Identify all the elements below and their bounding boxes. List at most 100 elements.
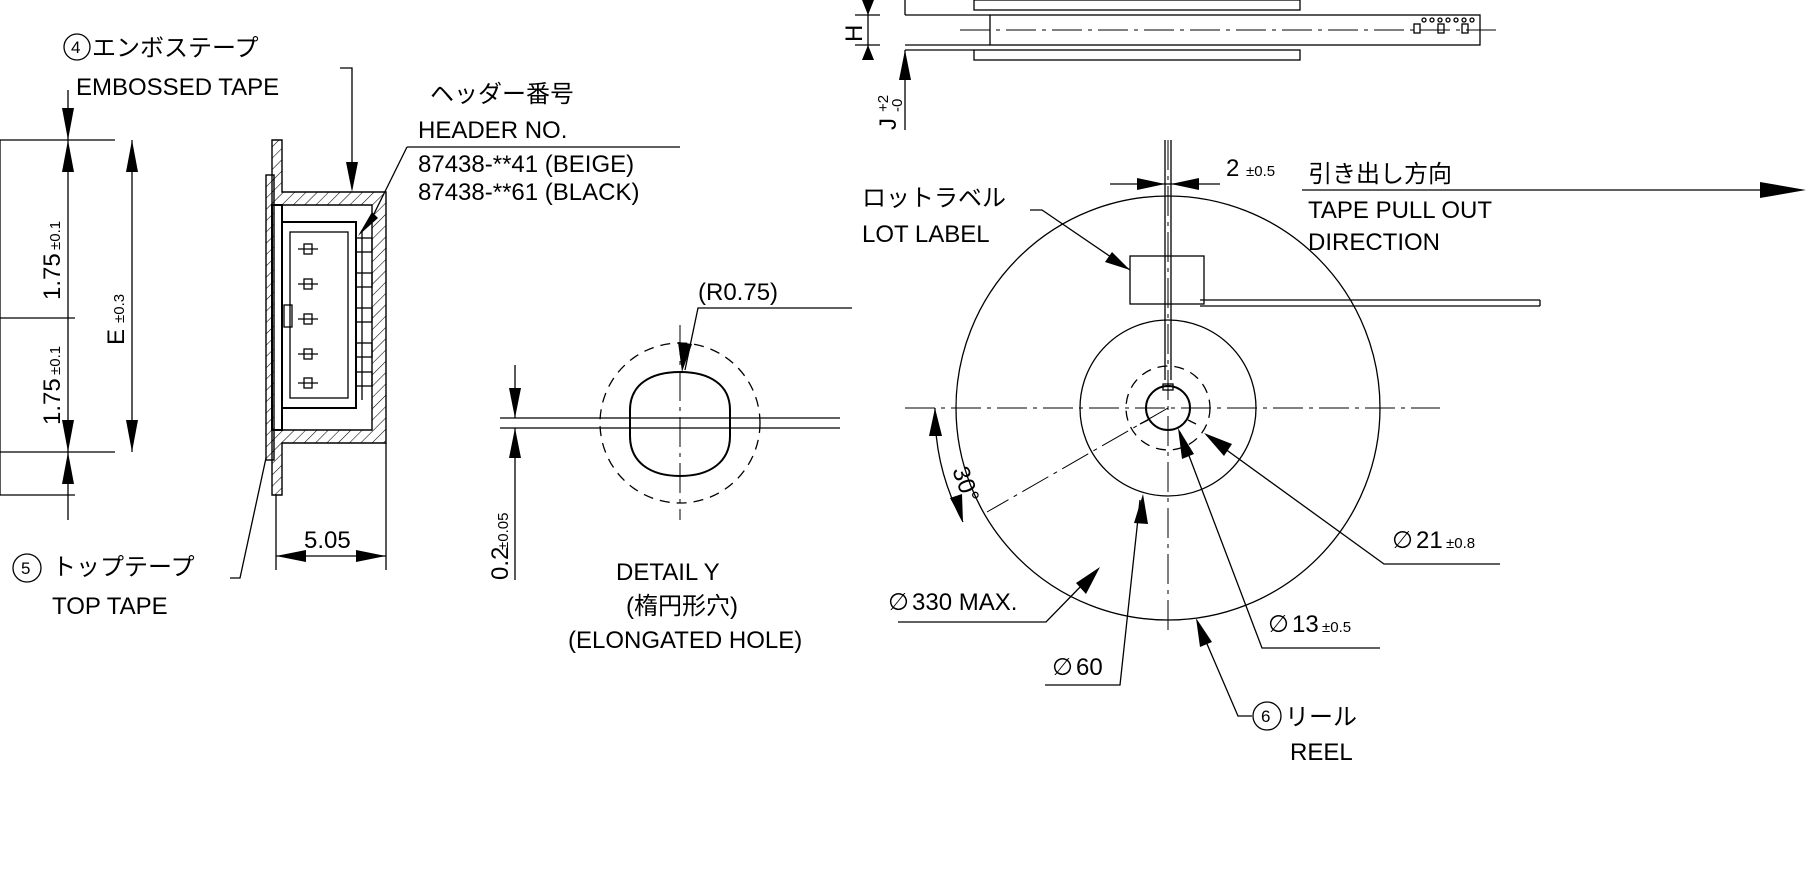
depth-value: 5.05 [304, 527, 351, 554]
key-diameter-value: 21 [1416, 527, 1443, 554]
dim-j: J +2 -0 [875, 95, 906, 130]
header-part-beige: 87438-**41 (BEIGE) [418, 151, 634, 178]
pull-out-label-jp: 引き出し方向 [1308, 161, 1452, 188]
reel-side-view: H J +2 -0 [841, 0, 1500, 130]
reel-number-circle [1252, 701, 1282, 731]
embossed-tape-label-en: EMBOSSED TAPE [76, 74, 279, 101]
header-no-label-en: HEADER NO. [418, 117, 567, 144]
lot-label-box [1129, 255, 1205, 305]
dim-j-tol-minus: -0 [889, 99, 906, 112]
tape-sprocket-marks [1413, 17, 1475, 34]
slot-arrow-left [1137, 178, 1165, 190]
gap-dimension: 0.2 ±0.05 [487, 513, 514, 580]
spindle-diameter-leader [1179, 431, 1380, 649]
pull-out-arrow-head [1760, 182, 1806, 198]
outer-diameter-symbol: ∅ [888, 589, 909, 616]
connector-contacts [298, 243, 318, 389]
lot-label-jp: ロットラベル [862, 185, 1006, 212]
gap-arrow-top [509, 388, 521, 418]
spindle-key-right [1187, 419, 1197, 425]
lower-pitch-dimension: 1.75 ±0.1 [39, 346, 66, 425]
dim-h-value: H [841, 25, 868, 42]
outer-diameter-value: 330 MAX. [912, 589, 1017, 616]
upper-pitch-dimension: 1.75 ±0.1 [39, 221, 66, 300]
pull-out-label-en-2: DIRECTION [1308, 229, 1440, 256]
embossed-tape-leader-arrow [346, 162, 358, 192]
connector-pins [355, 230, 373, 400]
spindle-diameter-value: 13 [1292, 611, 1319, 638]
pitch-arrow-bottom [62, 452, 74, 484]
outer-diameter-leader [898, 581, 1086, 623]
depth-arrow-right [356, 550, 386, 562]
gap-value: 0.2 [487, 547, 514, 580]
connector-inner [289, 231, 349, 399]
pitch-arrow-top [62, 108, 74, 140]
connector-housing [281, 221, 357, 409]
top-tape-number: 5 [21, 559, 30, 578]
gap-arrow-bottom [509, 428, 521, 458]
hub-diameter-symbol: ∅ [1052, 654, 1073, 681]
embossed-tape-number-circle [63, 33, 91, 61]
hub-diameter-leader [1045, 499, 1141, 686]
header-no-leader [367, 146, 408, 227]
upper-pitch-value: 1.75 [39, 253, 66, 300]
pitch-arrow-bottom-inner [62, 420, 74, 452]
tape-cross-section-view: 1.75 ±0.1 1.75 ±0.1 E ±0.3 [0, 33, 680, 620]
lot-label-leader-arrow [1105, 252, 1130, 270]
detail-subtitle-en: (ELONGATED HOLE) [568, 627, 802, 654]
key-diameter-tolerance: ±0.8 [1446, 535, 1475, 552]
header-no-label-jp: ヘッダー番号 [430, 81, 574, 108]
detail-subtitle-jp: (楕円形穴) [626, 593, 738, 620]
reel-30deg-line [986, 407, 1169, 513]
header-no-leader-arrow [358, 212, 378, 236]
pitch-arrow-top-inner [62, 140, 74, 172]
top-tape-label-jp: トップテープ [52, 554, 195, 581]
width-e-arrow-top [126, 140, 138, 172]
h-arrow-bottom [862, 45, 874, 60]
lower-pitch-tolerance: ±0.1 [47, 346, 64, 375]
reel-flange-bottom [973, 49, 1301, 61]
elongated-hole [629, 370, 731, 478]
pull-out-label-en-1: TAPE PULL OUT [1308, 197, 1492, 224]
width-e-value: E [103, 329, 130, 345]
reel-arrow [1196, 618, 1212, 647]
spindle-diameter-arrow [1178, 428, 1194, 459]
slot-arrow-right [1171, 178, 1199, 190]
width-e-dimension: E ±0.3 [103, 294, 130, 345]
reel-front-view: ロットラベル LOT LABEL 2 ±0.5 引き出し方向 TAPE PULL… [862, 140, 1806, 766]
dim-j-tol-plus: +2 [875, 95, 892, 112]
key-diameter-symbol: ∅ [1392, 527, 1413, 554]
depth-arrow-left [276, 550, 306, 562]
top-tape-strip [265, 174, 275, 461]
detail-radius-value: (R0.75) [698, 279, 778, 306]
spindle-diameter-symbol: ∅ [1268, 611, 1289, 638]
embossed-tape-label-jp: エンボステープ [92, 35, 259, 62]
gap-tolerance: ±0.05 [495, 513, 512, 550]
embossed-tape-body [271, 139, 387, 496]
slot-width-value: 2 [1226, 155, 1239, 182]
reel-label-jp: リール [1285, 704, 1357, 731]
top-tape-leader [230, 457, 267, 579]
spindle-diameter-tolerance: ±0.5 [1322, 619, 1351, 636]
detail-title: DETAIL Y [616, 559, 720, 586]
lower-pitch-value: 1.75 [39, 378, 66, 425]
key-diameter-arrow [1204, 433, 1232, 456]
embossed-tape-leader [340, 67, 353, 175]
top-tape-number-circle [12, 553, 42, 583]
width-e-arrow-bottom [126, 420, 138, 452]
detail-y-view: (R0.75) 0.2 ±0.05 DETAIL Y (楕円形穴) (ELONG… [487, 279, 852, 654]
reel-flange-top [973, 0, 1301, 11]
dim-j-value: J [875, 118, 902, 130]
reel-number: 6 [1261, 707, 1270, 726]
j-arrow [899, 50, 911, 80]
slot-width-tolerance: ±0.5 [1246, 163, 1275, 180]
hub-diameter-value: 60 [1076, 654, 1103, 681]
lot-label-leader [1030, 209, 1131, 271]
lot-label-en: LOT LABEL [862, 221, 990, 248]
outer-diameter-arrow [1076, 567, 1100, 594]
radius-leader [684, 307, 852, 371]
radius-leader-arrow [678, 342, 692, 372]
h-arrow-top [862, 0, 874, 15]
dim-h: H [841, 25, 868, 42]
hub-diameter-arrow [1134, 494, 1148, 524]
